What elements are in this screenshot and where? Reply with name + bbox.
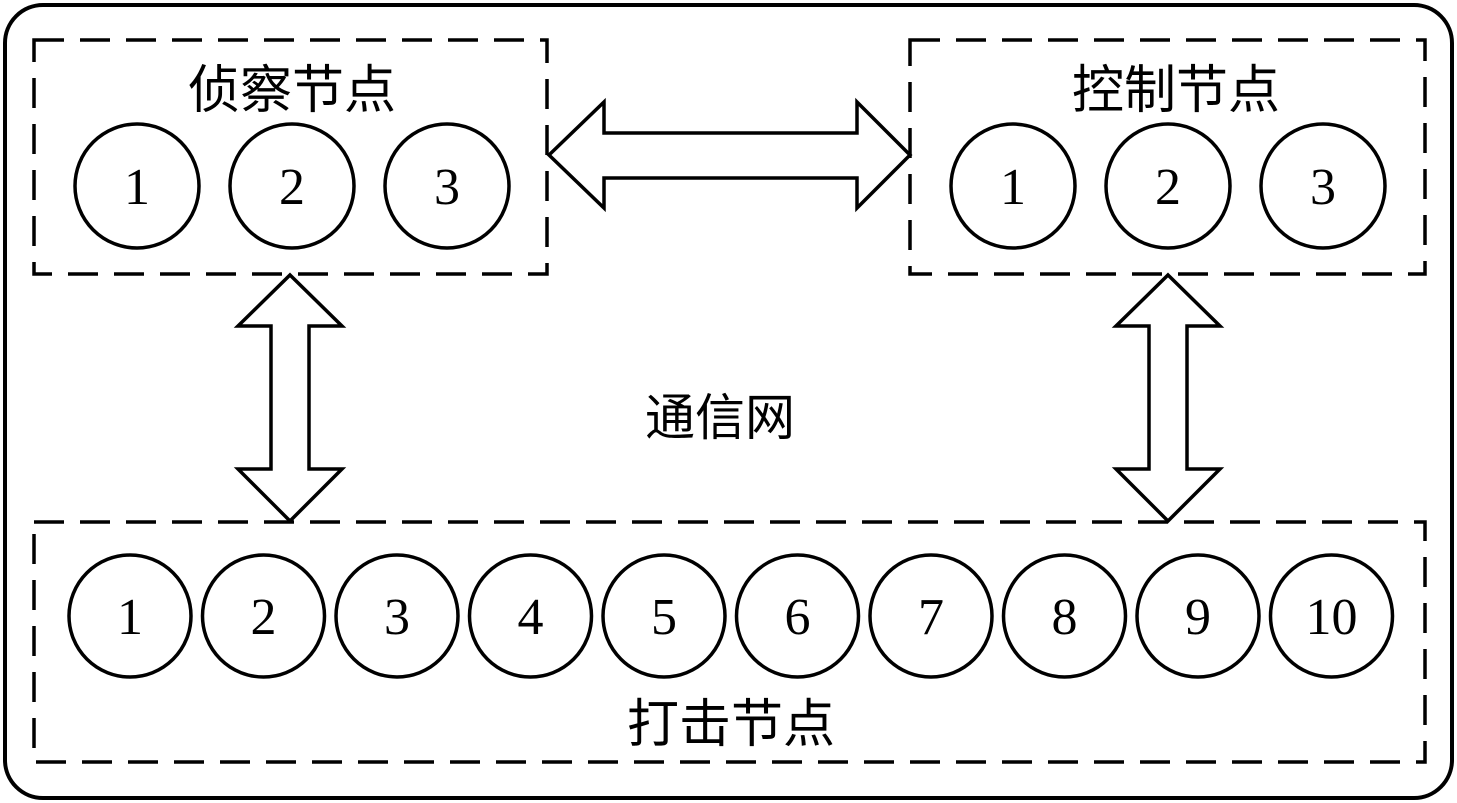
- recon-node-circle: [228, 122, 356, 250]
- strike-node-5: 5: [601, 553, 727, 679]
- control-node-2: 2: [1104, 122, 1232, 250]
- control-node-label: 2: [1155, 159, 1181, 216]
- control-node-label: 3: [1310, 159, 1336, 216]
- recon-group-title: 侦察节点: [188, 61, 396, 121]
- strike-node-4: 4: [467, 553, 594, 679]
- outer-frame: [3, 3, 1454, 800]
- control-node-circle: [949, 122, 1077, 250]
- strike-nodes: 1 2 3 4 5 6 7 8 9 10: [67, 553, 1395, 679]
- strike-group-title: 打击节点: [627, 695, 835, 755]
- strike-node-circle: [1135, 553, 1261, 679]
- strike-node-circle: [467, 553, 594, 679]
- recon-node-label: 3: [434, 159, 460, 216]
- strike-node-10: 10: [1268, 553, 1395, 679]
- strike-node-label: 9: [1185, 589, 1211, 646]
- strike-node-label: 3: [384, 589, 410, 646]
- control-group-title: 控制节点: [1072, 61, 1280, 121]
- recon-node-label: 1: [124, 159, 150, 216]
- strike-node-2: 2: [200, 553, 327, 679]
- strike-node-6: 6: [734, 553, 861, 679]
- strike-node-label: 7: [918, 589, 944, 646]
- strike-node-label: 4: [518, 589, 544, 646]
- strike-node-label: 5: [651, 589, 677, 646]
- strike-node-label: 10: [1306, 589, 1358, 646]
- control-node-circle: [1104, 122, 1232, 250]
- network-label: 通信网: [645, 389, 795, 447]
- recon-control-double-arrow: [546, 97, 913, 213]
- strike-node-1: 1: [67, 553, 193, 679]
- recon-strike-double-arrow: [233, 272, 347, 524]
- strike-node-circle: [734, 553, 861, 679]
- strike-node-circle: [200, 553, 327, 679]
- strike-node-8: 8: [1001, 553, 1128, 679]
- recon-node-1: 1: [73, 122, 201, 250]
- control-nodes: 1 2 3: [949, 122, 1387, 250]
- control-node-1: 1: [949, 122, 1077, 250]
- strike-node-circle: [1268, 553, 1395, 679]
- recon-node-label: 2: [279, 159, 305, 216]
- strike-node-3: 3: [334, 553, 460, 679]
- strike-node-9: 9: [1135, 553, 1261, 679]
- strike-node-circle: [67, 553, 193, 679]
- strike-node-circle: [601, 553, 727, 679]
- recon-node-2: 2: [228, 122, 356, 250]
- control-strike-double-arrow: [1111, 272, 1225, 524]
- recon-node-circle: [73, 122, 201, 250]
- strike-group-box: [32, 520, 1427, 764]
- strike-node-7: 7: [868, 553, 994, 679]
- recon-node-circle: [383, 122, 511, 250]
- strike-node-circle: [868, 553, 994, 679]
- control-node-label: 1: [1000, 159, 1026, 216]
- recon-nodes: 1 2 3: [73, 122, 511, 250]
- strike-node-label: 2: [251, 589, 277, 646]
- recon-node-3: 3: [383, 122, 511, 250]
- strike-node-label: 8: [1052, 589, 1078, 646]
- recon-group-box: [32, 38, 549, 276]
- control-node-3: 3: [1259, 122, 1387, 250]
- strike-node-label: 1: [117, 589, 143, 646]
- strike-node-circle: [1001, 553, 1128, 679]
- strike-node-circle: [334, 553, 460, 679]
- strike-node-label: 6: [785, 589, 811, 646]
- control-node-circle: [1259, 122, 1387, 250]
